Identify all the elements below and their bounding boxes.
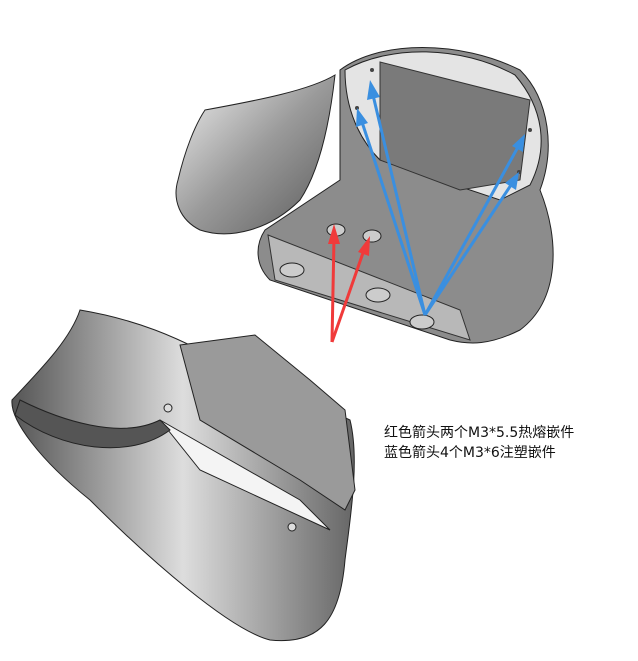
upper-housing-part <box>175 47 554 344</box>
blue-arrow-note: 蓝色箭头4个M3*6注塑嵌件 <box>384 445 556 461</box>
blue-arrows <box>356 80 525 316</box>
red-arrow-note: 红色箭头两个M3*5.5热熔嵌件 <box>384 425 575 441</box>
lower-housing-part <box>11 309 356 642</box>
red-arrows <box>328 224 370 343</box>
